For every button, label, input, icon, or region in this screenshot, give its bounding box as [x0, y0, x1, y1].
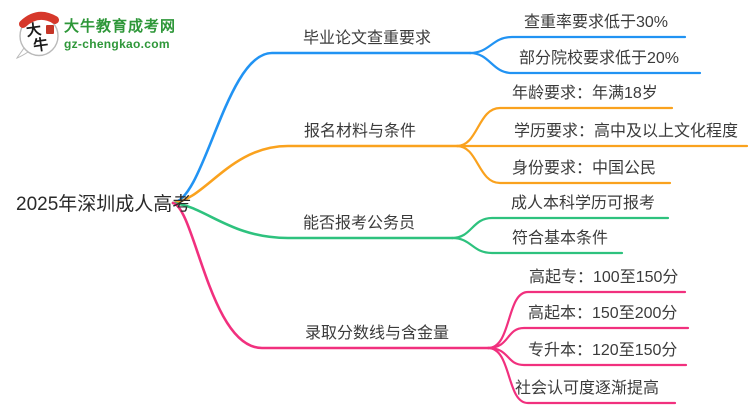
child-label-4-2: 高起本：150至200分	[528, 305, 678, 322]
branch-line-1	[171, 51, 472, 205]
child-label-3-2: 符合基本条件	[512, 230, 609, 247]
branch-label-2: 报名材料与条件	[304, 123, 417, 140]
logo-seal	[46, 25, 54, 34]
child-label-4-3: 专升本：120至150分	[528, 342, 678, 359]
logo-char-1: 大	[25, 20, 42, 40]
child-line-3-1	[450, 216, 670, 240]
child-line-2-1	[455, 106, 674, 148]
branch-line-3	[171, 201, 454, 240]
child-label-2-3: 身份要求：中国公民	[512, 160, 657, 177]
branch-line-4	[171, 201, 490, 350]
site-domain: gz-chengkao.com	[64, 37, 170, 51]
child-label-4-1: 高起专：100至150分	[529, 269, 679, 286]
branch-label-3: 能否报考公务员	[303, 215, 416, 232]
root-node: 2025年深圳成人高考	[16, 194, 192, 215]
child-line-4-2	[486, 326, 690, 350]
child-label-2-1: 年龄要求：年满18岁	[512, 85, 658, 102]
child-label-2-2: 学历要求：高中及以上文化程度	[514, 123, 739, 140]
site-logo[interactable]: 大 牛 大牛教育成考网 gz-chengkao.com	[14, 8, 176, 60]
child-line-3-2	[450, 236, 624, 255]
logo-red-cap	[19, 11, 59, 28]
branch-label-1: 毕业论文查重要求	[303, 30, 432, 47]
child-label-1-1: 查重率要求低于30%	[524, 14, 669, 31]
logo-bubble-icon: 大 牛	[15, 11, 59, 59]
logo-char-2: 牛	[32, 35, 49, 55]
child-line-4-1	[486, 290, 687, 350]
branch-line-2	[171, 144, 459, 205]
child-line-1-2	[468, 51, 702, 75]
child-label-3-1: 成人本科学历可报考	[511, 195, 656, 212]
child-label-4-4: 社会认可度逐渐提高	[515, 380, 660, 397]
site-name: 大牛教育成考网	[64, 18, 177, 35]
child-line-1-1	[468, 35, 687, 55]
child-line-4-4	[486, 346, 677, 405]
child-label-1-2: 部分院校要求低于20%	[519, 50, 680, 67]
branch-label-4: 录取分数线与含金量	[305, 325, 450, 342]
child-line-2-3	[455, 144, 672, 185]
